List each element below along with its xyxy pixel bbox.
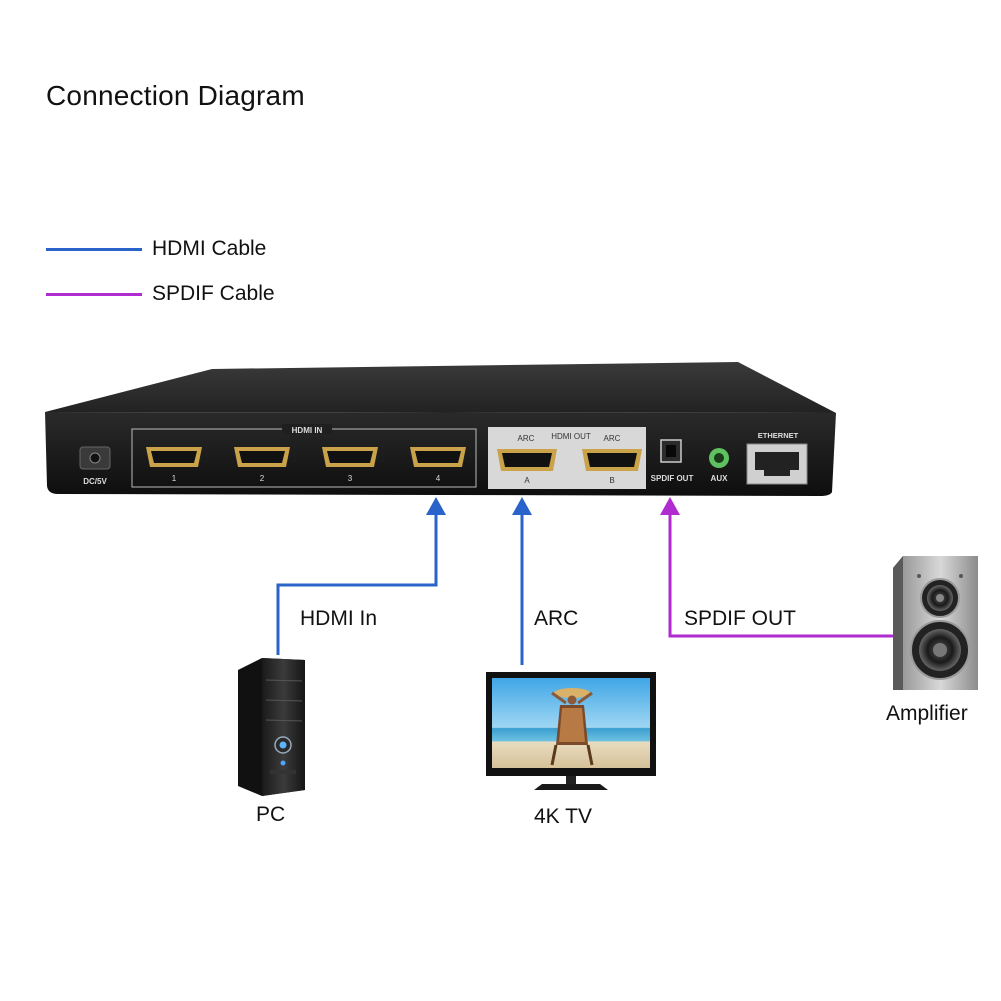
hdmi-out-label: HDMI OUT	[551, 432, 591, 441]
connection-label-hdmi-in: HDMI In	[300, 607, 378, 630]
device-caption-amplifier: Amplifier	[886, 702, 968, 725]
legend-item-spdif: SPDIF Cable	[46, 282, 275, 306]
page-title: Connection Diagram	[46, 80, 305, 111]
hdmi-out-port-a: A	[497, 449, 557, 485]
hdmi-in-cable	[276, 512, 438, 655]
arc-left-label: ARC	[518, 434, 535, 443]
connection-label-arc: ARC	[534, 607, 579, 630]
spdif-port-hole	[666, 445, 676, 457]
power-jack-hole	[89, 452, 101, 464]
hdmi-switch-device: DC/5V HDMI IN 1 2 3 4 ARC HDMI OUT	[45, 362, 836, 496]
arrow-up-icon	[512, 497, 532, 515]
legend-line-hdmi	[46, 247, 142, 251]
power-label: DC/5V	[83, 477, 107, 486]
arc-right-label: ARC	[604, 434, 621, 443]
hdmi-out-port-a-label: A	[524, 476, 530, 485]
hdmi-out-port-b: B	[582, 449, 642, 485]
hdmi-in-port-1: 1	[146, 447, 202, 483]
arrow-up-icon	[660, 497, 680, 515]
hdmi-in-port-1-label: 1	[172, 474, 177, 483]
spdif-cable	[668, 512, 893, 638]
tv-stand-neck	[566, 776, 576, 784]
device-caption-tv: 4K TV	[534, 805, 592, 828]
hdmi-in-port-2: 2	[234, 447, 290, 483]
hdmi-in-port-4-label: 4	[436, 474, 441, 483]
hdmi-in-port-3-label: 3	[348, 474, 353, 483]
spdif-port-label: SPDIF OUT	[651, 474, 694, 483]
device-caption-pc: PC	[256, 803, 286, 826]
device-top-surface	[45, 362, 836, 413]
tv-stand-base	[534, 784, 608, 790]
aux-port-hole	[714, 453, 724, 463]
legend-line-spdif	[46, 292, 142, 296]
aux-port-label: AUX	[711, 474, 729, 483]
ethernet-port-hole	[755, 452, 799, 476]
legend-item-hdmi: HDMI Cable	[46, 237, 266, 261]
hdmi-in-label-bg	[282, 424, 332, 434]
speaker-icon	[893, 556, 978, 690]
legend-label-hdmi: HDMI Cable	[152, 237, 267, 260]
connection-label-spdif-out: SPDIF OUT	[684, 607, 797, 630]
hdmi-in-port-2-label: 2	[260, 474, 265, 483]
tv-icon	[486, 672, 656, 790]
hdmi-in-port-3: 3	[322, 447, 378, 483]
legend-label-spdif: SPDIF Cable	[152, 282, 275, 305]
arrow-up-icon	[426, 497, 446, 515]
hdmi-in-label: HDMI IN	[292, 426, 323, 435]
ethernet-label: ETHERNET	[758, 431, 799, 440]
hdmi-in-port-4: 4	[410, 447, 466, 483]
pc-tower-icon	[238, 658, 305, 796]
hdmi-out-port-b-label: B	[609, 476, 614, 485]
